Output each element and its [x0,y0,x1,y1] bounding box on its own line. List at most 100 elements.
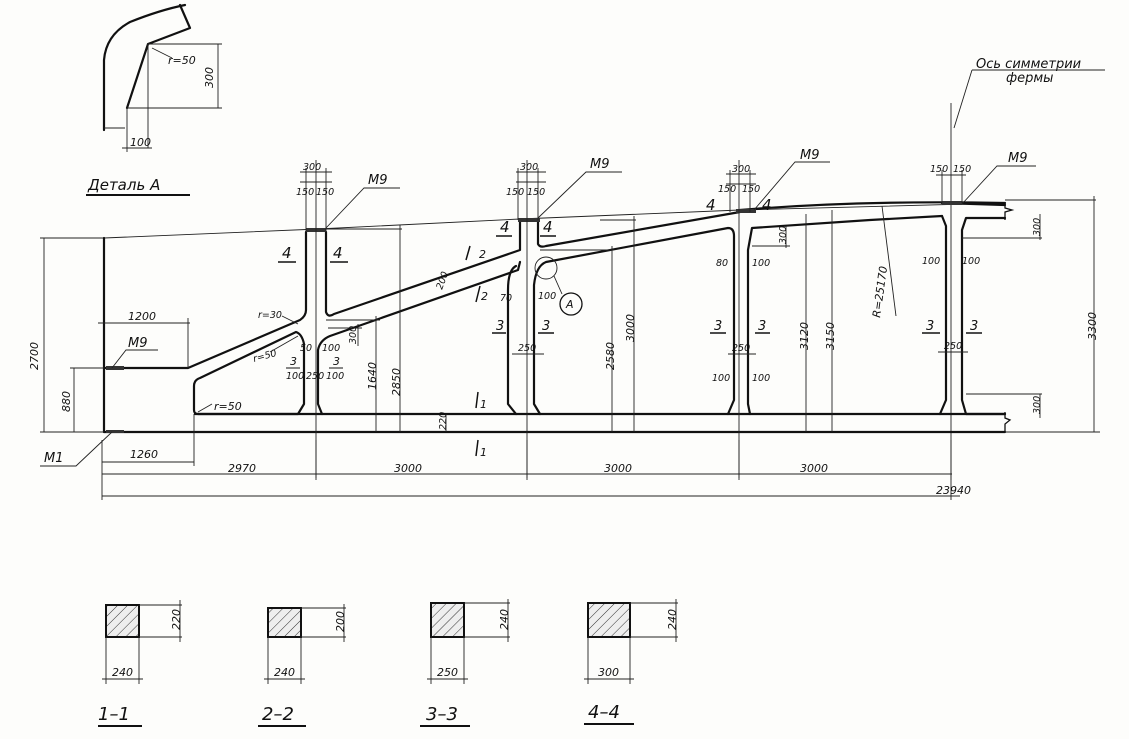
radius-r50b: r=50 [214,400,242,413]
dim-1260: 1260 [130,448,158,461]
mark-3: 3 [333,355,340,368]
mark-4: 4 [500,218,510,236]
dim-half-left-3: 150 [718,184,736,195]
m9-label-2: M9 [590,157,610,172]
dim-200: 200 [434,270,451,291]
section-1-label: 1–1 [98,704,130,725]
dim-top-width-1: 300 [303,162,321,173]
detail-a-title: Деталь А [87,176,160,194]
dim-50: 50 [300,343,312,354]
symmetry-axis-label: Ось симметрии [976,57,1081,72]
dim-3150: 3150 [824,322,837,350]
mark-4: 4 [333,244,343,262]
dim-100: 100 [712,373,730,384]
dim-3000: 3000 [624,314,637,342]
dim-half-right-2: 150 [527,187,545,198]
mark-3: 3 [542,319,550,334]
dim-top-width-2: 300 [520,162,538,173]
mark-2: 2 [479,248,486,261]
dim-3000: 3000 [394,462,422,475]
dim-2700: 2700 [28,342,41,370]
dim-top-width-3: 300 [732,164,750,175]
post-1-dims: 1640 2850 300 50 100 3 3 100 250 100 [286,225,403,432]
post-2-dims: 70 100 250 220 200 2580 3000 [434,216,637,432]
dim-half-right-4: 150 [953,164,971,175]
dim-70: 70 [500,293,512,304]
dim-2850: 2850 [390,368,403,396]
mark-1: 1 [480,446,487,459]
dim-half-right-1: 150 [316,187,334,198]
dim-300: 300 [348,326,359,344]
symmetry-axis-label-2: фермы [1006,71,1053,86]
dim-250: 250 [518,343,536,354]
section-2-height: 200 [334,611,347,632]
bottom-dims: 2970 3000 3000 3000 23940 [101,440,971,500]
dim-half-left-4: 150 [930,164,948,175]
m9-callouts: M9 M9 M9 M9 M9 M1 [40,148,1036,467]
section-1-width: 240 [112,666,133,679]
dim-220: 220 [438,412,449,430]
section-1-height: 220 [170,609,183,630]
dim-total-23940: 23940 [936,484,971,497]
dim-half-left-2: 150 [506,187,524,198]
section-markers: 4 4 4 4 4 4 3 3 3 3 3 3 2 2 1 1 [278,196,982,459]
mark-3: 3 [970,319,978,334]
dim-100: 100 [922,256,940,267]
dim-3000: 3000 [604,462,632,475]
mark-3: 3 [290,355,297,368]
m9-label-4: M9 [1008,151,1028,166]
detail-a-radius: r=50 [168,54,196,67]
circle-a-label: A [565,298,574,311]
dim-100: 100 [752,373,770,384]
mark-4: 4 [706,196,716,214]
section-2-width: 240 [274,666,295,679]
left-end-dims: 2700 880 1200 1260 [28,237,195,466]
dim-half-right-3: 150 [742,184,760,195]
dim-100: 100 [752,258,770,269]
dim-100: 100 [538,291,556,302]
mark-4: 4 [282,244,292,262]
mark-3: 3 [758,319,766,334]
dim-2970: 2970 [228,462,256,475]
dim-80: 80 [716,258,728,269]
dim-1200: 1200 [128,310,156,323]
dim-250: 250 [732,343,750,354]
mark-4: 4 [762,196,772,214]
section-4-width: 300 [598,666,619,679]
dim-300: 300 [1032,396,1043,414]
dim-250: 250 [944,341,962,352]
post-3-dims: 80 100 250 100 100 300 3120 3150 [712,210,837,432]
m9-label-end: M9 [128,336,148,351]
section-1-1: 220 240 1–1 [98,600,183,727]
mark-4: 4 [543,218,553,236]
detail-a: r=50 300 100 Деталь А [86,3,222,196]
section-2-label: 2–2 [262,704,294,725]
section-3-height: 240 [498,609,511,630]
dim-2580: 2580 [604,342,617,370]
mark-1: 1 [480,398,487,411]
m1-label: M1 [44,451,64,466]
section-3-label: 3–3 [426,704,458,725]
dim-3000: 3000 [800,462,828,475]
post-4-dims: 100 100 250 300 300 3300 [922,196,1100,433]
dim-3300: 3300 [1086,312,1099,340]
mark-2: 2 [481,290,488,303]
dim-100: 100 [286,371,304,382]
dim-3120: 3120 [798,322,811,350]
dim-880: 880 [60,391,73,412]
detail-a-height: 300 [203,67,216,88]
radius-r30: r=30 [258,310,282,321]
section-4-height: 240 [666,609,679,630]
dim-100: 100 [322,343,340,354]
centerlines [315,160,740,480]
mark-3: 3 [926,319,934,334]
detail-a-width: 100 [130,136,151,149]
dim-100: 100 [326,371,344,382]
symmetry-axis: Ось симметрии фермы [950,57,1105,480]
dim-100: 100 [962,256,980,267]
big-radius-label: R=25170 [870,265,890,318]
section-3-width: 250 [437,666,458,679]
mark-3: 3 [714,319,722,334]
